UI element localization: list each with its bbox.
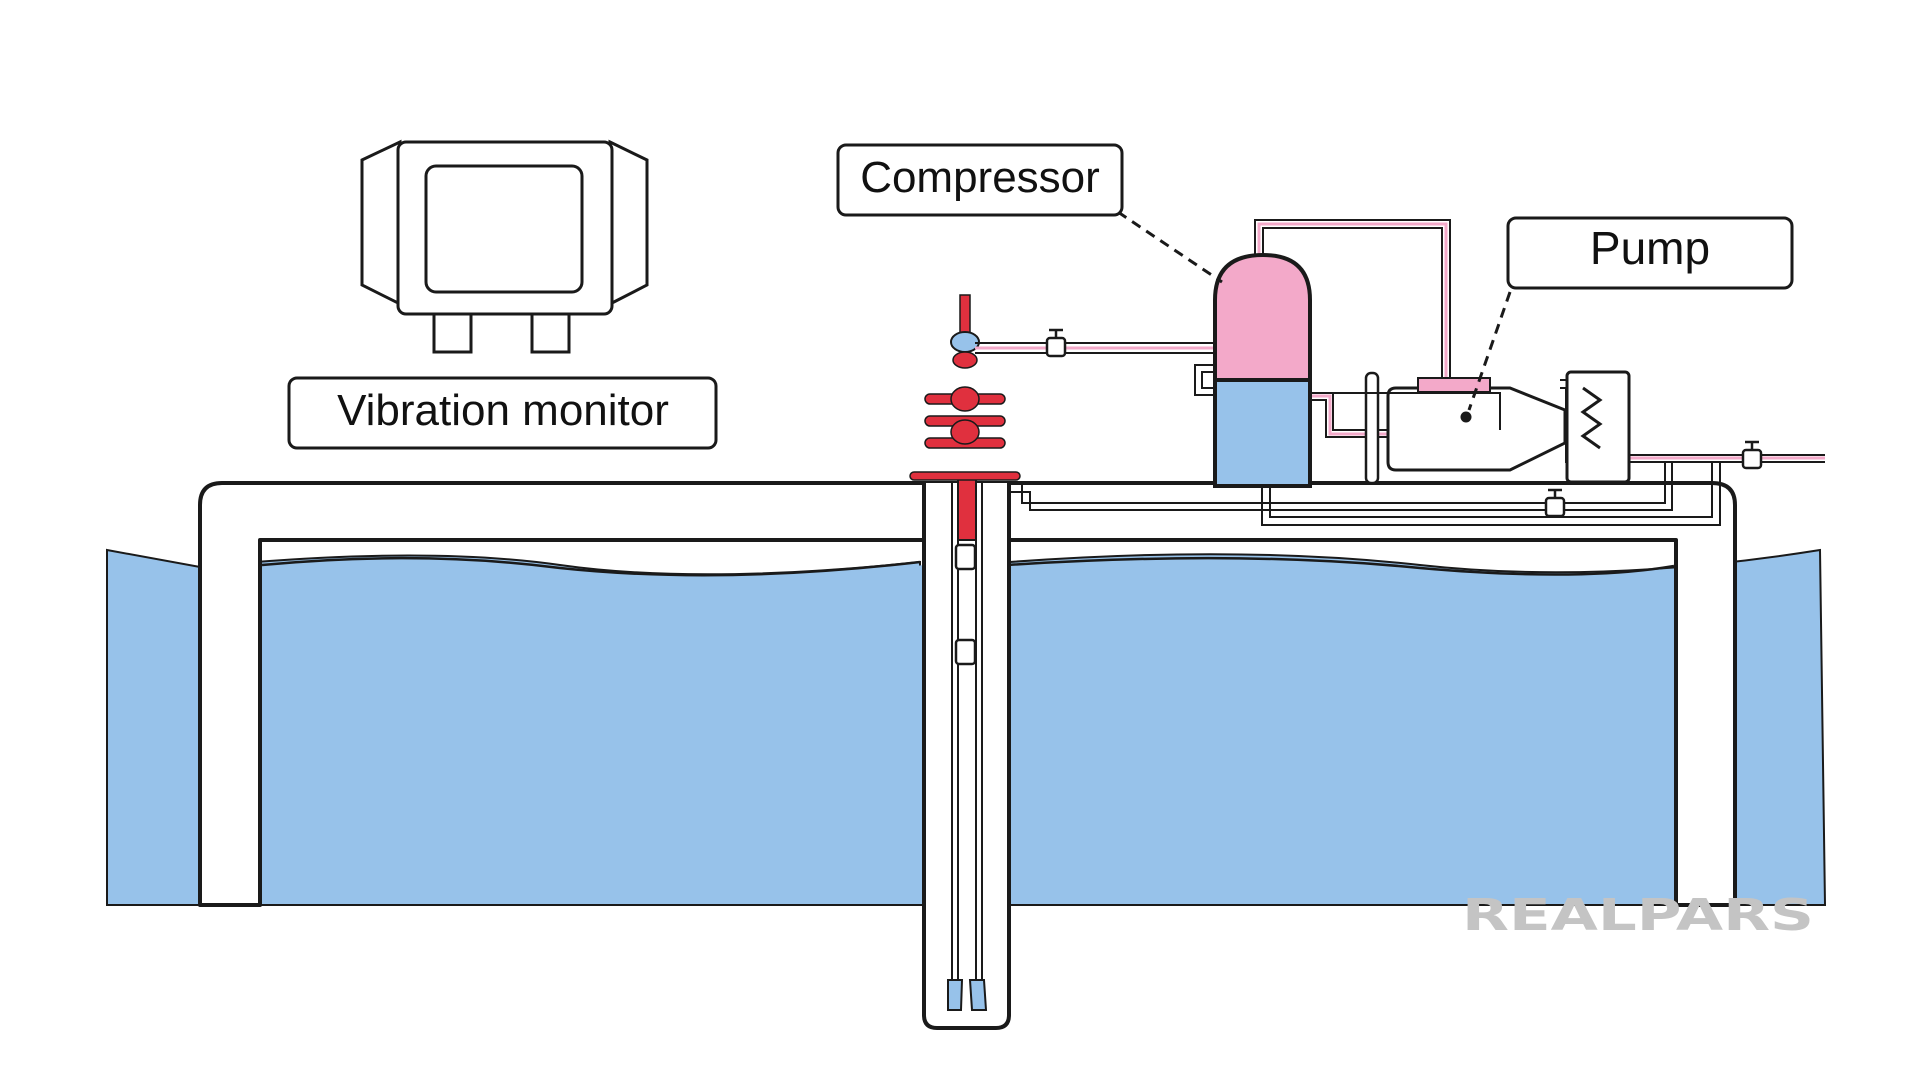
water-body <box>106 548 1827 906</box>
compressor-tank <box>1213 252 1312 488</box>
valve <box>1045 328 1067 358</box>
valve <box>1741 440 1763 470</box>
realpars-watermark: REALPARS <box>1462 890 1814 941</box>
vibration-monitor-device <box>360 139 649 354</box>
piping <box>975 219 1825 526</box>
pump-label-text: Pump <box>1590 222 1710 274</box>
vibration-monitor-label-text: Vibration monitor <box>337 386 669 435</box>
valve <box>1544 488 1566 518</box>
compressor-label-text: Compressor <box>860 153 1100 202</box>
compressor-leader-line <box>1117 210 1223 284</box>
compressor-label: Compressor <box>836 143 1124 217</box>
pump-leader-line <box>1467 291 1512 411</box>
pump-label: Pump <box>1506 216 1794 290</box>
wellhead <box>909 294 1021 481</box>
vibration-monitor-label: Vibration monitor <box>287 376 718 450</box>
pump-motor <box>1330 370 1631 485</box>
well-casing <box>922 477 1011 1030</box>
